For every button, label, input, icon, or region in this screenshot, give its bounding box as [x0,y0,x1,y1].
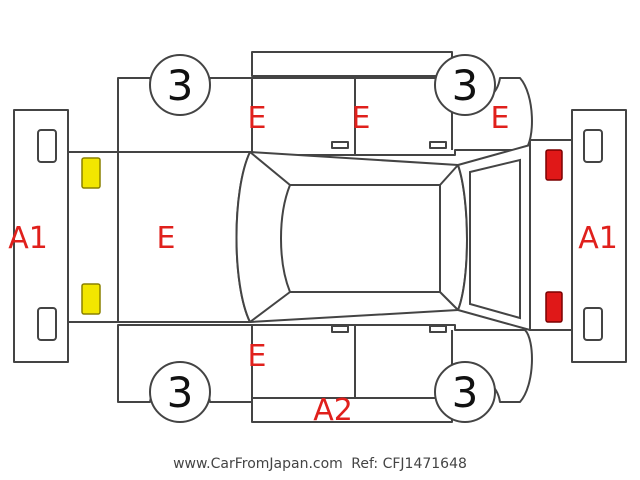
headlight-left [81,157,101,189]
cabin [235,151,468,323]
rear-deck [457,144,531,331]
rear-section [529,139,573,331]
taillight-lower [545,291,563,323]
code-front-bumper: A1 [8,221,48,256]
footer: www.CarFromJapan.com Ref: CFJ1471648 [0,456,640,472]
code-rear-bumper: A1 [578,221,618,256]
svg-text:3: 3 [452,61,479,110]
footer-website: www.CarFromJapan.com [173,456,343,472]
code-door-top-front: E [248,101,267,136]
svg-text:3: 3 [452,368,479,417]
top-side-panels [117,77,533,156]
hood [117,151,251,323]
headlight-right [81,283,101,315]
top-roof-rail [251,51,453,77]
tire-rear-left: 3 [434,54,496,116]
svg-text:3: 3 [167,61,194,110]
code-quarter-top: E [491,101,510,136]
tire-rear-right: 3 [434,361,496,423]
code-sill-bottom: A2 [313,393,353,428]
code-hood: E [157,221,176,256]
tire-front-right: 3 [149,361,211,423]
tire-front-left: 3 [149,54,211,116]
taillight-upper [545,149,563,181]
front-bumper [13,109,69,363]
code-door-bottom-front: E [248,339,267,374]
svg-text:3: 3 [167,368,194,417]
footer-reference: Ref: CFJ1471648 [351,456,467,472]
code-door-top-rear: E [352,101,371,136]
front-section [67,151,119,323]
